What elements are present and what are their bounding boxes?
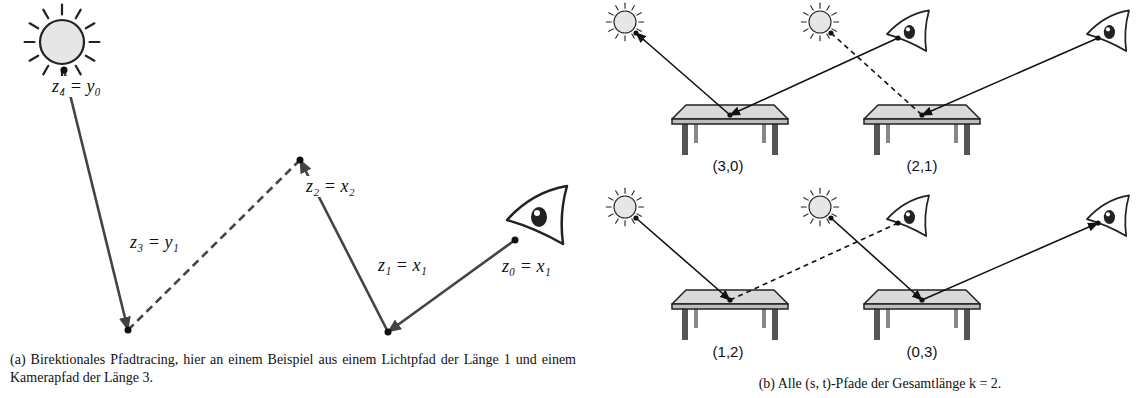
path-figure-a xyxy=(25,5,567,336)
panel-2-1 xyxy=(801,3,1129,155)
vertex-label: z₄ = y₀ xyxy=(50,76,103,97)
vertex-label: z₂ = x₂ xyxy=(304,176,357,197)
panel-tag: (2,1) xyxy=(907,157,938,175)
panel-tag: (3,0) xyxy=(713,157,744,175)
panel-1-2 xyxy=(606,188,929,340)
caption-b: (b) Alle (s, t)-Pfade der Gesamtlänge k … xyxy=(759,375,1002,393)
panel-tag: (0,3) xyxy=(907,343,938,361)
panel-tag: (1,2) xyxy=(713,343,744,361)
vertex-label: z₁ = x₁ xyxy=(376,255,429,276)
vertex-label: z₀ = x₁ xyxy=(500,256,553,277)
panel-0-3 xyxy=(801,188,1129,340)
caption-a: (a) Birektionales Pfadtracing, hier an e… xyxy=(10,351,576,387)
panel-3-0 xyxy=(606,3,929,155)
vertex-label: z₃ = y₁ xyxy=(128,232,181,253)
